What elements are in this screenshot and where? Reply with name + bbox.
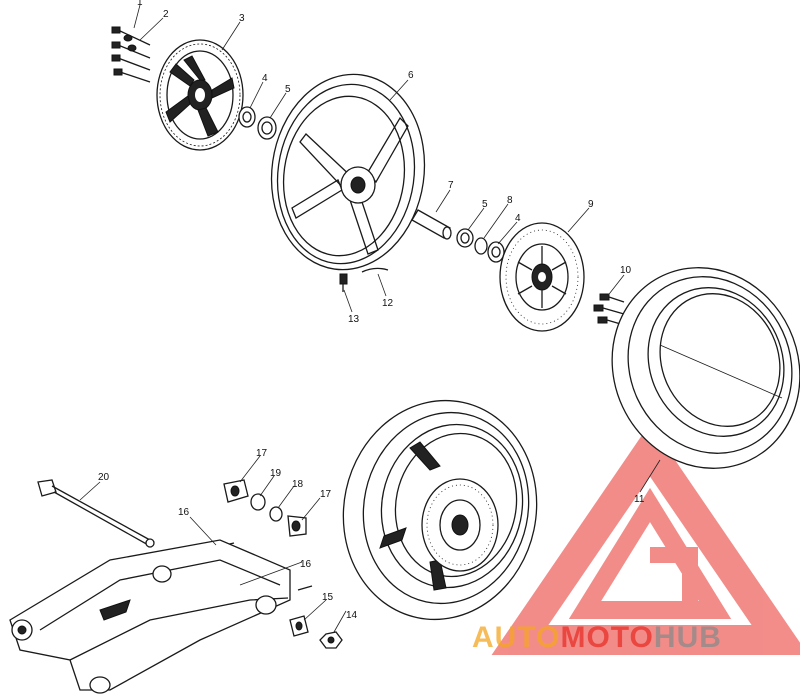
callout-labels: 1 2 3 4 5 6 7 5 8 4 9 10 11 12 13 14 15 … xyxy=(98,0,645,621)
rear-wheel-rim xyxy=(270,73,426,271)
callout-19: 19 xyxy=(270,468,282,479)
rear-sprocket xyxy=(156,39,244,151)
watermark-logo xyxy=(491,423,800,655)
callout-10: 10 xyxy=(620,265,632,276)
seal-lower xyxy=(456,228,474,248)
callout-20: 20 xyxy=(98,472,110,483)
callout-15: 15 xyxy=(322,592,334,603)
axle-spacer xyxy=(411,209,452,240)
seal-upper xyxy=(257,116,277,140)
callout-16-lower: 16 xyxy=(300,559,312,570)
watermark-auto: AUTO xyxy=(472,621,560,654)
callout-2: 2 xyxy=(163,9,169,20)
callout-1: 1 xyxy=(137,0,143,8)
callout-8: 8 xyxy=(507,195,513,206)
callout-14: 14 xyxy=(346,610,358,621)
callout-11: 11 xyxy=(634,494,645,505)
assembled-rear-wheel xyxy=(342,399,538,621)
callout-4-lower: 4 xyxy=(515,213,521,224)
watermark-text: AUTOMOTOHUB xyxy=(472,621,722,654)
bearing-lower xyxy=(487,241,505,263)
bearing-upper xyxy=(238,106,256,128)
callout-6: 6 xyxy=(408,70,414,81)
balance-weight xyxy=(361,267,389,273)
watermark-hub: HUB xyxy=(654,621,722,654)
adjuster-block xyxy=(289,615,309,637)
callout-9: 9 xyxy=(588,199,594,210)
tire-valve xyxy=(339,273,348,292)
axle-nut xyxy=(319,631,343,649)
callout-13: 13 xyxy=(348,314,360,325)
callout-7: 7 xyxy=(448,180,454,191)
callout-17-upper: 17 xyxy=(256,448,268,459)
brake-disc xyxy=(499,222,585,332)
callout-4-upper: 4 xyxy=(262,73,268,84)
sprocket-bolts xyxy=(111,26,151,83)
rear-tire xyxy=(611,267,800,469)
pivot-shaft xyxy=(37,479,155,548)
callout-16-upper: 16 xyxy=(178,507,190,518)
watermark-moto: MOTO xyxy=(560,621,653,654)
svg-text:AUTOMOTOHUB: AUTOMOTOHUB xyxy=(472,621,722,654)
chain-adjuster-set xyxy=(215,479,313,591)
callout-12: 12 xyxy=(382,298,394,309)
circlip xyxy=(474,237,488,255)
callout-5-lower: 5 xyxy=(482,199,488,210)
callout-5-upper: 5 xyxy=(285,84,291,95)
callout-18: 18 xyxy=(292,479,304,490)
leader-lines xyxy=(79,4,661,633)
callout-17-lower: 17 xyxy=(320,489,332,500)
callout-3: 3 xyxy=(239,13,245,24)
swingarm xyxy=(9,539,291,694)
